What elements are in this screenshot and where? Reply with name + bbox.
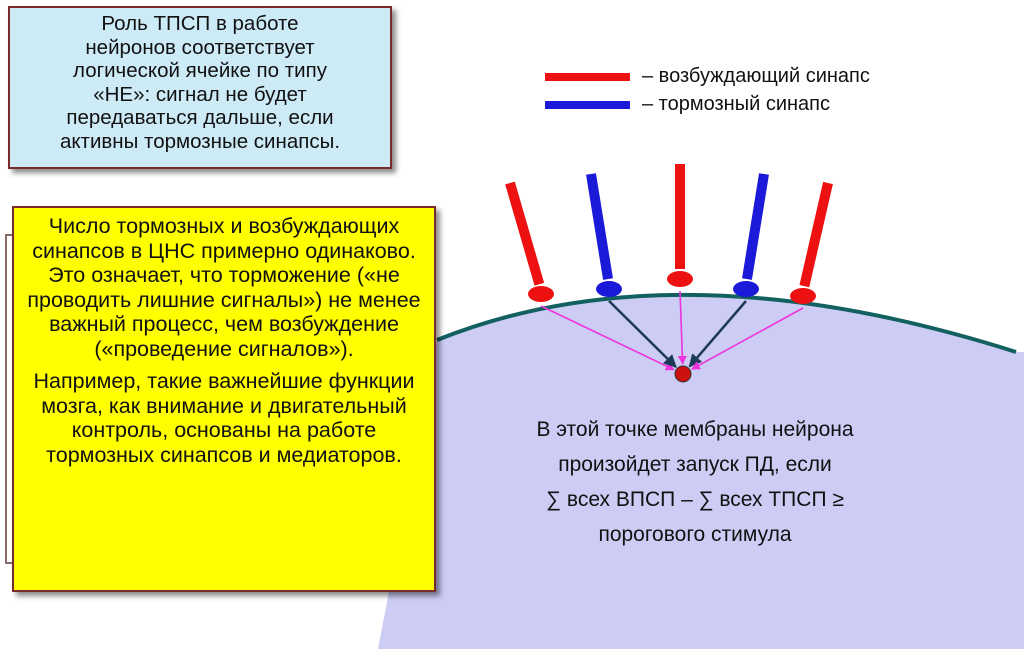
condition-line: порогового стимула: [450, 517, 940, 552]
legend-inhibitory-label: – тормозный синапс: [642, 92, 830, 116]
inhibitory-synapse: [591, 174, 622, 297]
example-paragraph: Например, такие важнейшие функции мозга,…: [22, 369, 426, 467]
trigger-point: [675, 366, 691, 382]
legend-excitatory-label: – возбуждающий синапс: [642, 64, 870, 88]
inhibitory-synapse: [733, 174, 764, 297]
note-line: логической ячейке по типу: [16, 59, 384, 83]
note-line: активны тормозные синапсы.: [16, 130, 384, 154]
inhibitory-role-note: Роль ТПСП в работе нейронов соответствуе…: [8, 6, 392, 169]
excitatory-synapse: [510, 183, 554, 302]
excitatory-synapse: [667, 164, 693, 287]
synapses-group: [510, 164, 828, 304]
note-line: Роль ТПСП в работе: [16, 12, 384, 36]
synapse-balance-note: Число тормозных и возбуждающих синапсов …: [12, 206, 436, 592]
balance-paragraph: Число тормозных и возбуждающих синапсов …: [22, 214, 426, 361]
condition-line: В этой точке мембраны нейрона: [450, 412, 940, 447]
note-line: «НЕ»: сигнал не будет: [16, 83, 384, 107]
condition-formula: ∑ всех ВПСП – ∑ всех ТПСП ≥: [450, 482, 940, 517]
note-line: нейронов соответствует: [16, 36, 384, 60]
excitatory-synapse: [790, 183, 828, 304]
condition-line: произойдет запуск ПД, если: [450, 447, 940, 482]
trigger-condition-text: В этой точке мембраны нейрона произойдет…: [450, 412, 940, 552]
note-line: передаваться дальше, если: [16, 106, 384, 130]
